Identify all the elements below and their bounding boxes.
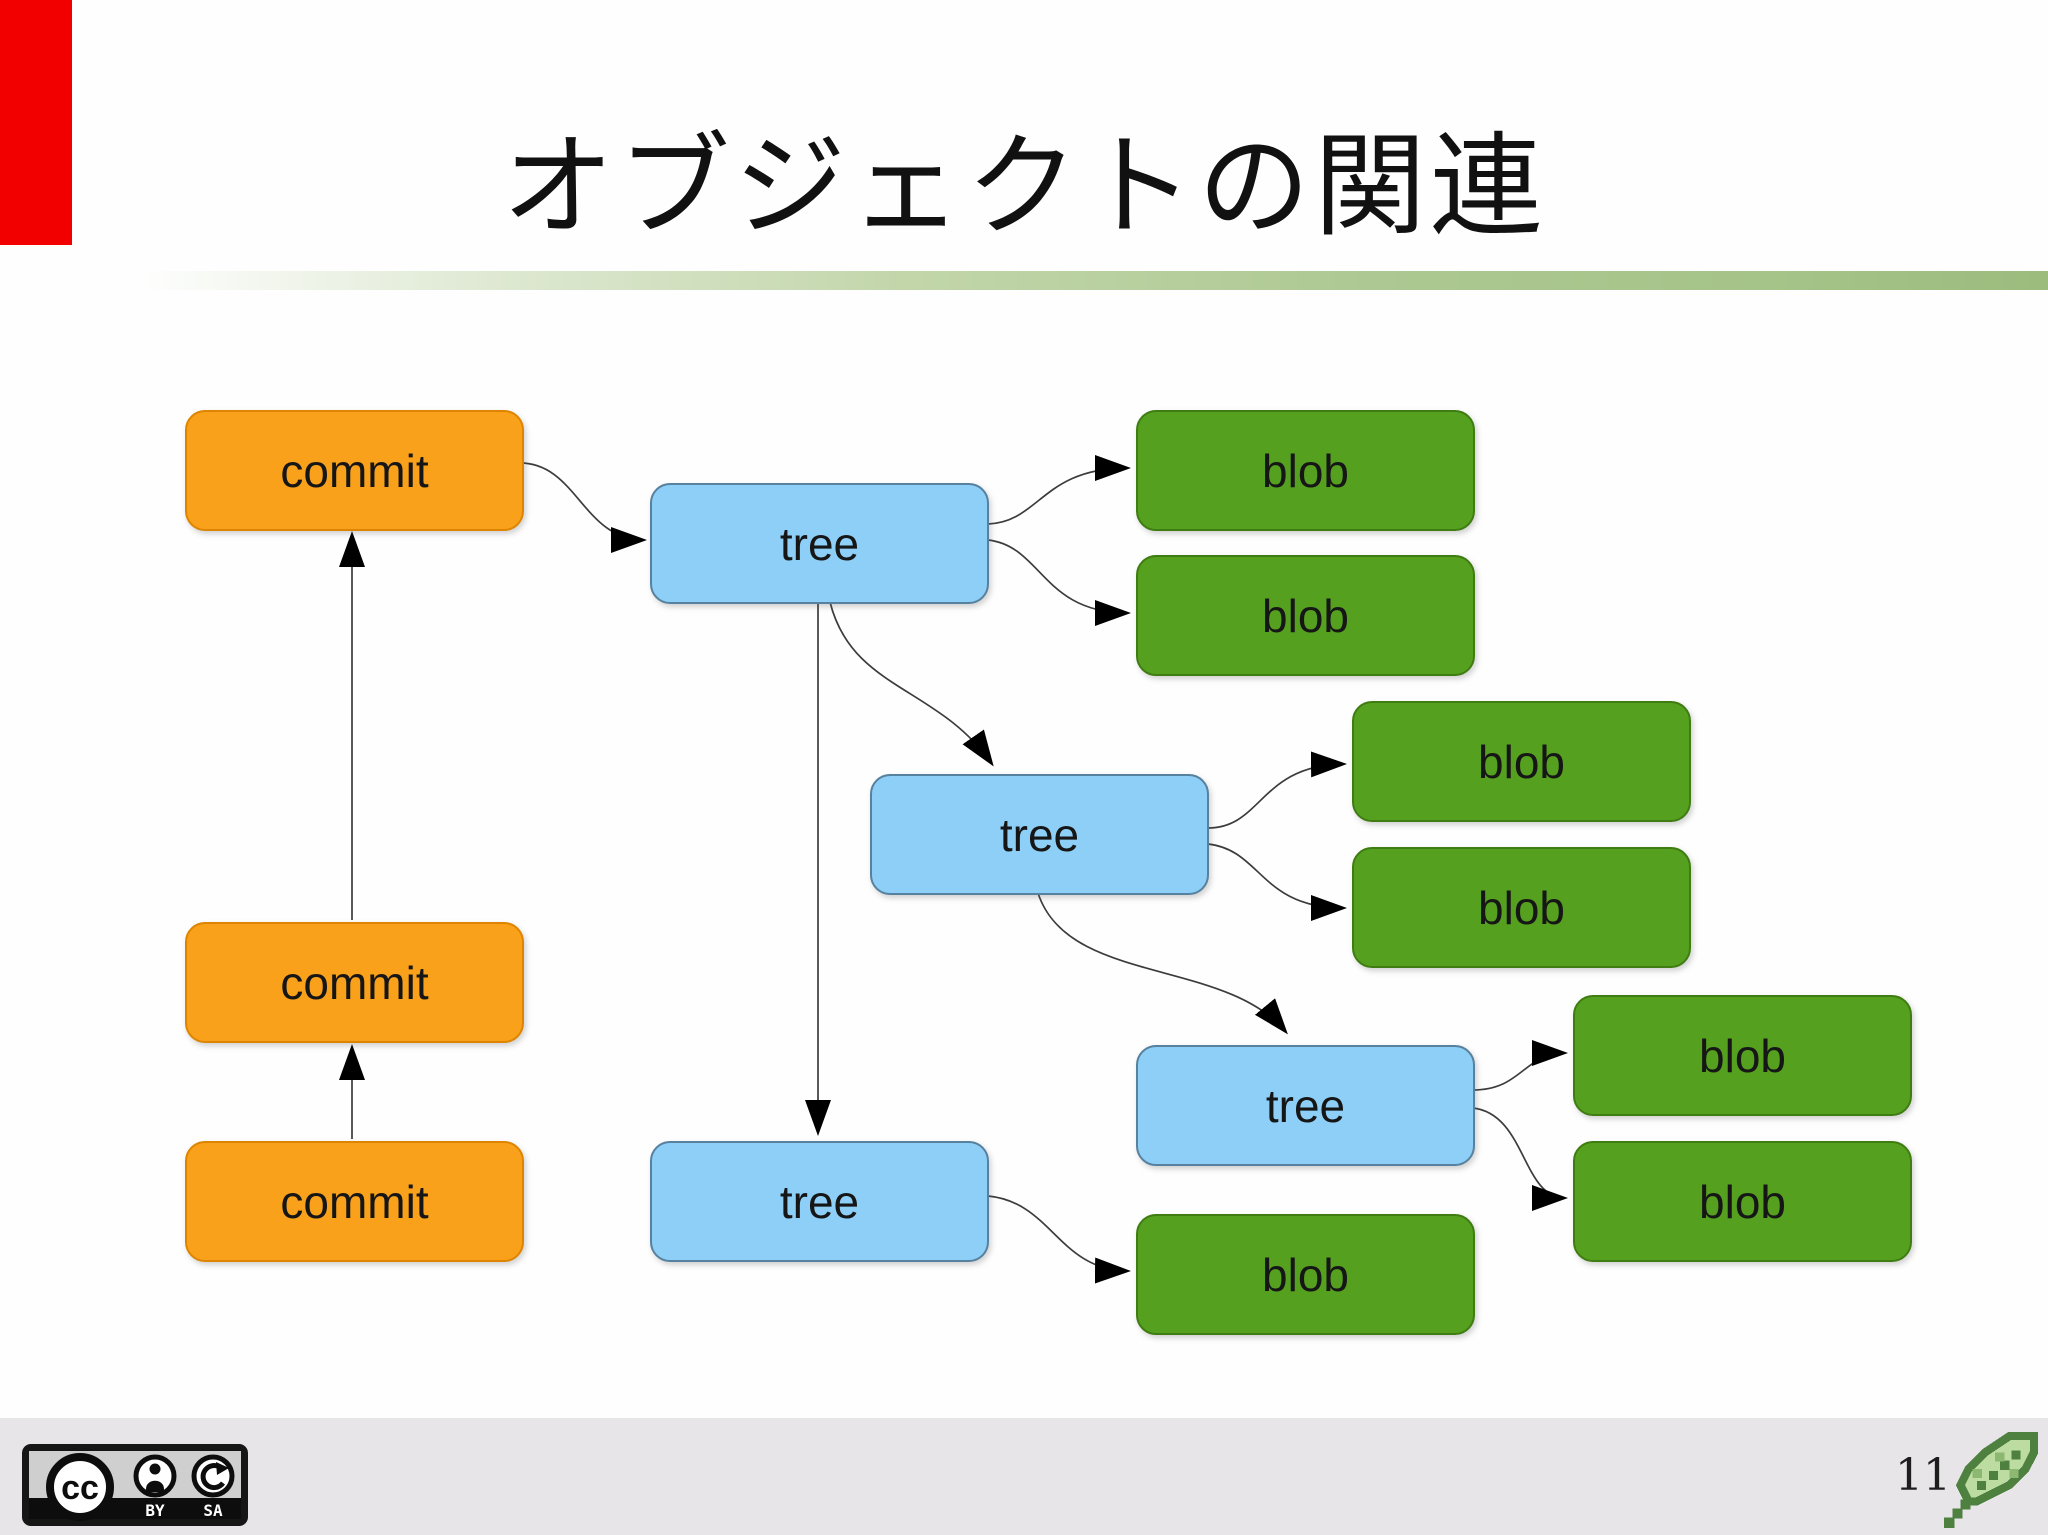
node-commit-2: commit [185,922,524,1043]
cc-license-badge: cc BY SA [22,1444,248,1526]
node-tree-1: tree [650,483,989,604]
node-tree-2: tree [870,774,1209,895]
node-label: commit [280,444,429,497]
node-blob-6: blob [1573,1141,1912,1262]
node-label: tree [1265,1079,1346,1132]
page-title: オブジェクトの関連 [502,124,1546,249]
cc-by-label: BY [145,1501,165,1520]
node-commit-3: commit [185,1141,524,1262]
node-label: blob [1478,735,1565,788]
node-label: blob [1262,589,1349,642]
red-recording-marker [0,0,72,245]
node-label: blob [1478,881,1565,934]
node-tree-3: tree [1136,1045,1475,1166]
svg-text:cc: cc [61,1469,99,1507]
node-blob-2: blob [1136,555,1475,676]
leaf-logo-icon [1944,1432,2038,1528]
node-label: tree [779,517,860,570]
node-label: commit [280,956,429,1009]
node-label: commit [280,1175,429,1228]
node-blob-5: blob [1573,995,1912,1116]
cc-sa-icon [191,1454,235,1498]
footer-band [0,1418,2048,1535]
node-label: tree [779,1175,860,1228]
node-label: tree [999,808,1080,861]
node-blob-3: blob [1352,701,1691,822]
node-label: blob [1262,1248,1349,1301]
cc-logo-icon: cc [46,1453,114,1521]
node-commit-1: commit [185,410,524,531]
node-label: blob [1699,1175,1786,1228]
cc-sa-label: SA [203,1501,223,1520]
title-underline [140,271,2048,290]
node-blob-7: blob [1136,1214,1475,1335]
node-label: blob [1699,1029,1786,1082]
node-blob-4: blob [1352,847,1691,968]
cc-by-icon [133,1454,177,1498]
node-blob-1: blob [1136,410,1475,531]
node-tree-4: tree [650,1141,989,1262]
page-number: 11 [1895,1450,1951,1501]
node-label: blob [1262,444,1349,497]
